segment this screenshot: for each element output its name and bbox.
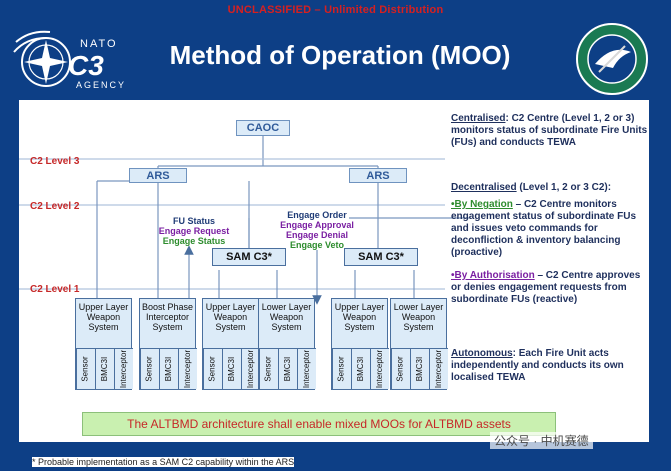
missile-defense-agency-seal-icon	[576, 23, 648, 95]
fire-unit-3: Upper Layer Weapon System Sensor BMC3I I…	[202, 298, 260, 390]
bmc3i-cell: BMC3I	[159, 348, 178, 389]
connector-lines	[19, 134, 469, 305]
autonomous-body: : Each Fire Unit acts independently and …	[451, 348, 624, 383]
sam-c3-left-node: SAM C3*	[212, 248, 286, 266]
bmc3i-cell: BMC3I	[351, 348, 370, 389]
interceptor-cell: Interceptor	[241, 348, 260, 389]
fire-unit-label: Lower Layer Weapon System	[393, 302, 444, 332]
bmc3i-cell: BMC3I	[278, 348, 297, 389]
sensor-cell: Sensor	[332, 348, 351, 389]
fire-unit-6: Lower Layer Weapon System Sensor BMC3I I…	[390, 298, 448, 390]
sensor-cell: Sensor	[391, 348, 410, 389]
caoc-node: CAOC	[236, 120, 290, 136]
classification-banner: UNCLASSIFIED – Unlimited Distribution	[227, 4, 444, 16]
decentralised-text: Decentralised (Level 1, 2 or 3 C2):	[451, 182, 649, 194]
engage-order-labels: Engage Order Engage Approval Engage Deni…	[271, 210, 363, 250]
fu-status-labels: FU Status Engage Request Engage Status	[155, 216, 233, 246]
by-negation-heading: •By Negation	[451, 199, 513, 210]
fire-unit-5: Upper Layer Weapon System Sensor BMC3I I…	[331, 298, 389, 390]
decentralised-heading: Decentralised	[451, 182, 517, 193]
decentralised-body: (Level 1, 2 or 3 C2):	[516, 182, 612, 193]
fire-unit-label: Upper Layer Weapon System	[78, 302, 129, 332]
by-negation-text: •By Negation – C2 Centre monitors engage…	[451, 199, 649, 259]
fire-unit-label: Upper Layer Weapon System	[334, 302, 385, 332]
by-authorisation-heading: •By Authorisation	[451, 270, 535, 281]
fire-unit-4: Lower Layer Weapon System Sensor BMC3I I…	[258, 298, 316, 390]
ars-right-node: ARS	[349, 168, 407, 183]
mixed-moo-note: The ALTBMD architecture shall enable mix…	[82, 412, 556, 436]
interceptor-cell: Interceptor	[178, 348, 197, 389]
interceptor-cell: Interceptor	[429, 348, 448, 389]
interceptor-cell: Interceptor	[370, 348, 389, 389]
bmc3i-cell: BMC3I	[95, 348, 114, 389]
c2-level-2-label: C2 Level 2	[30, 201, 80, 212]
nato-c3-agency-logo: NATO C3 AGENCY	[10, 24, 130, 98]
page-title: Method of Operation (MOO)	[169, 40, 511, 70]
bmc3i-cell: BMC3I	[410, 348, 429, 389]
centralised-text: Centralised: C2 Centre (Level 1, 2 or 3)…	[451, 113, 649, 149]
interceptor-cell: Interceptor	[114, 348, 133, 389]
diagram-panel: CAOC ARS ARS SAM C3* SAM C3* FU Status E…	[19, 100, 649, 442]
sensor-cell: Sensor	[203, 348, 222, 389]
autonomous-text: Autonomous: Each Fire Unit acts independ…	[451, 348, 649, 384]
autonomous-heading: Autonomous	[451, 348, 513, 359]
engage-status-label: Engage Status	[162, 236, 226, 246]
engage-veto-label: Engage Veto	[289, 240, 344, 250]
fire-unit-label: Lower Layer Weapon System	[261, 302, 312, 332]
interceptor-cell: Interceptor	[297, 348, 316, 389]
compass-rose-icon	[13, 30, 71, 87]
logo-agency-text: AGENCY	[76, 80, 127, 90]
wechat-watermark: 公众号 · 中机赛德	[490, 432, 593, 449]
engage-denial-label: Engage Denial	[285, 230, 348, 240]
fire-unit-label: Upper Layer Weapon System	[205, 302, 256, 332]
fu-status-label: FU Status	[172, 216, 215, 226]
engage-order-label: Engage Order	[287, 210, 347, 220]
sensor-cell: Sensor	[140, 348, 159, 389]
bmc3i-cell: BMC3I	[222, 348, 241, 389]
by-negation-body: – C2 Centre monitors engagement status o…	[451, 199, 637, 258]
fire-unit-2: Boost Phase Interceptor System Sensor BM…	[139, 298, 197, 390]
logo-c3-text: C3	[68, 50, 104, 81]
by-authorisation-text: •By Authorisation – C2 Centre approves o…	[451, 270, 649, 306]
engage-request-label: Engage Request	[158, 226, 230, 236]
engage-approval-label: Engage Approval	[280, 220, 354, 230]
sam-c3-right-node: SAM C3*	[344, 248, 418, 266]
sensor-cell: Sensor	[259, 348, 278, 389]
ars-left-node: ARS	[129, 168, 187, 183]
by-authorisation-body: – C2 Centre approves or denies engagemen…	[451, 270, 641, 305]
footnote: * Probable implementation as a SAM C2 ca…	[32, 457, 295, 467]
fire-unit-label: Boost Phase Interceptor System	[141, 302, 194, 332]
c2-level-1-label: C2 Level 1	[30, 284, 80, 295]
sensor-cell: Sensor	[76, 348, 95, 389]
fire-unit-1: Upper Layer Weapon System Sensor BMC3I I…	[75, 298, 133, 390]
centralised-heading: Centralised	[451, 113, 506, 124]
centralised-body: : C2 Centre (Level 1, 2 or 3) monitors s…	[451, 113, 648, 148]
c2-level-3-label: C2 Level 3	[30, 156, 80, 167]
logo-nato-text: NATO	[80, 38, 118, 50]
